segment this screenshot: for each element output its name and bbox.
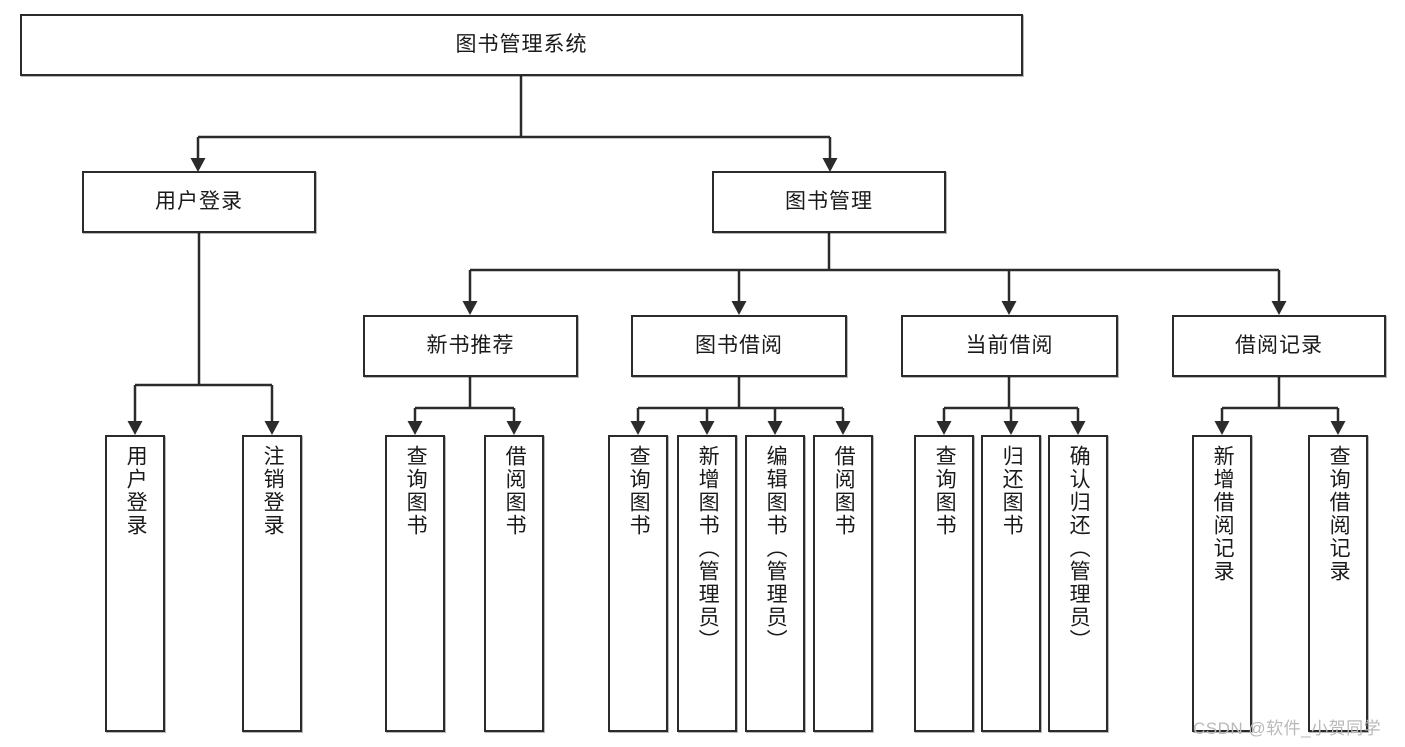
- connectors-current-to-leaves: [942, 377, 1080, 423]
- leaf-record-query-borrow-record[interactable]: 查询借阅记录: [1308, 435, 1368, 732]
- node-new-book-recommend[interactable]: 新书推荐: [363, 315, 578, 377]
- node-label: 新增图书（管理员）: [696, 445, 720, 652]
- node-current-borrow[interactable]: 当前借阅: [901, 315, 1118, 377]
- node-borrow-record[interactable]: 借阅记录: [1172, 315, 1386, 377]
- node-label: 查询图书: [404, 445, 428, 537]
- node-label: 编辑图书（管理员）: [764, 445, 788, 652]
- arrowheads-root-to-level2: [190, 158, 838, 172]
- node-book-management[interactable]: 图书管理: [712, 171, 946, 233]
- node-label: 新增借阅记录: [1211, 445, 1235, 583]
- leaf-recommend-borrow-books[interactable]: 借阅图书: [484, 435, 544, 732]
- connectors-recommend-to-leaves: [413, 377, 516, 423]
- node-user-login[interactable]: 用户登录: [82, 171, 316, 233]
- arrowheads-recommend-to-leaves: [407, 421, 522, 435]
- node-root-system[interactable]: 图书管理系统: [20, 14, 1023, 76]
- leaf-borrow-add-book-admin[interactable]: 新增图书（管理员）: [677, 435, 737, 732]
- node-label: 确认归还（管理员）: [1067, 445, 1091, 652]
- arrowheads-login-to-leaves: [127, 421, 280, 435]
- node-label: 借阅记录: [1235, 334, 1323, 358]
- leaf-borrow-edit-book-admin[interactable]: 编辑图书（管理员）: [745, 435, 805, 732]
- arrowheads-borrow-to-leaves: [630, 421, 851, 435]
- node-label: 注销登录: [261, 445, 285, 537]
- node-label: 用户登录: [155, 190, 243, 214]
- node-label: 图书管理: [785, 190, 873, 214]
- node-label: 用户登录: [124, 445, 148, 537]
- node-label: 查询图书: [627, 445, 651, 537]
- leaf-logout[interactable]: 注销登录: [242, 435, 302, 732]
- connectors-login-to-leaves: [133, 233, 274, 423]
- node-book-borrow[interactable]: 图书借阅: [631, 315, 847, 377]
- leaf-borrow-borrow-books[interactable]: 借阅图书: [813, 435, 873, 732]
- arrowheads-record-to-leaves: [1214, 421, 1346, 435]
- node-label: 归还图书: [1000, 445, 1024, 537]
- node-label: 图书借阅: [695, 334, 783, 358]
- connectors-record-to-leaves: [1220, 377, 1340, 423]
- node-label: 查询图书: [933, 445, 957, 537]
- leaf-recommend-query-books[interactable]: 查询图书: [385, 435, 445, 732]
- connectors-root-to-level2: [196, 76, 832, 160]
- leaf-current-query-books[interactable]: 查询图书: [914, 435, 974, 732]
- node-label: 借阅图书: [503, 445, 527, 537]
- leaf-user-login[interactable]: 用户登录: [105, 435, 165, 732]
- node-label: 查询借阅记录: [1327, 445, 1351, 583]
- arrowheads-current-to-leaves: [936, 421, 1086, 435]
- node-label: 新书推荐: [426, 334, 515, 358]
- leaf-current-confirm-return-admin[interactable]: 确认归还（管理员）: [1048, 435, 1108, 732]
- node-label: 借阅图书: [832, 445, 856, 537]
- connectors-borrow-to-leaves: [636, 377, 845, 423]
- node-label: 图书管理系统: [455, 33, 588, 57]
- leaf-borrow-query-books[interactable]: 查询图书: [608, 435, 668, 732]
- node-label: 当前借阅: [965, 334, 1054, 358]
- leaf-record-add-borrow-record[interactable]: 新增借阅记录: [1192, 435, 1252, 732]
- arrowheads-books-to-level3: [462, 301, 1287, 315]
- leaf-current-return-books[interactable]: 归还图书: [981, 435, 1041, 732]
- connectors-books-to-level3: [468, 233, 1281, 303]
